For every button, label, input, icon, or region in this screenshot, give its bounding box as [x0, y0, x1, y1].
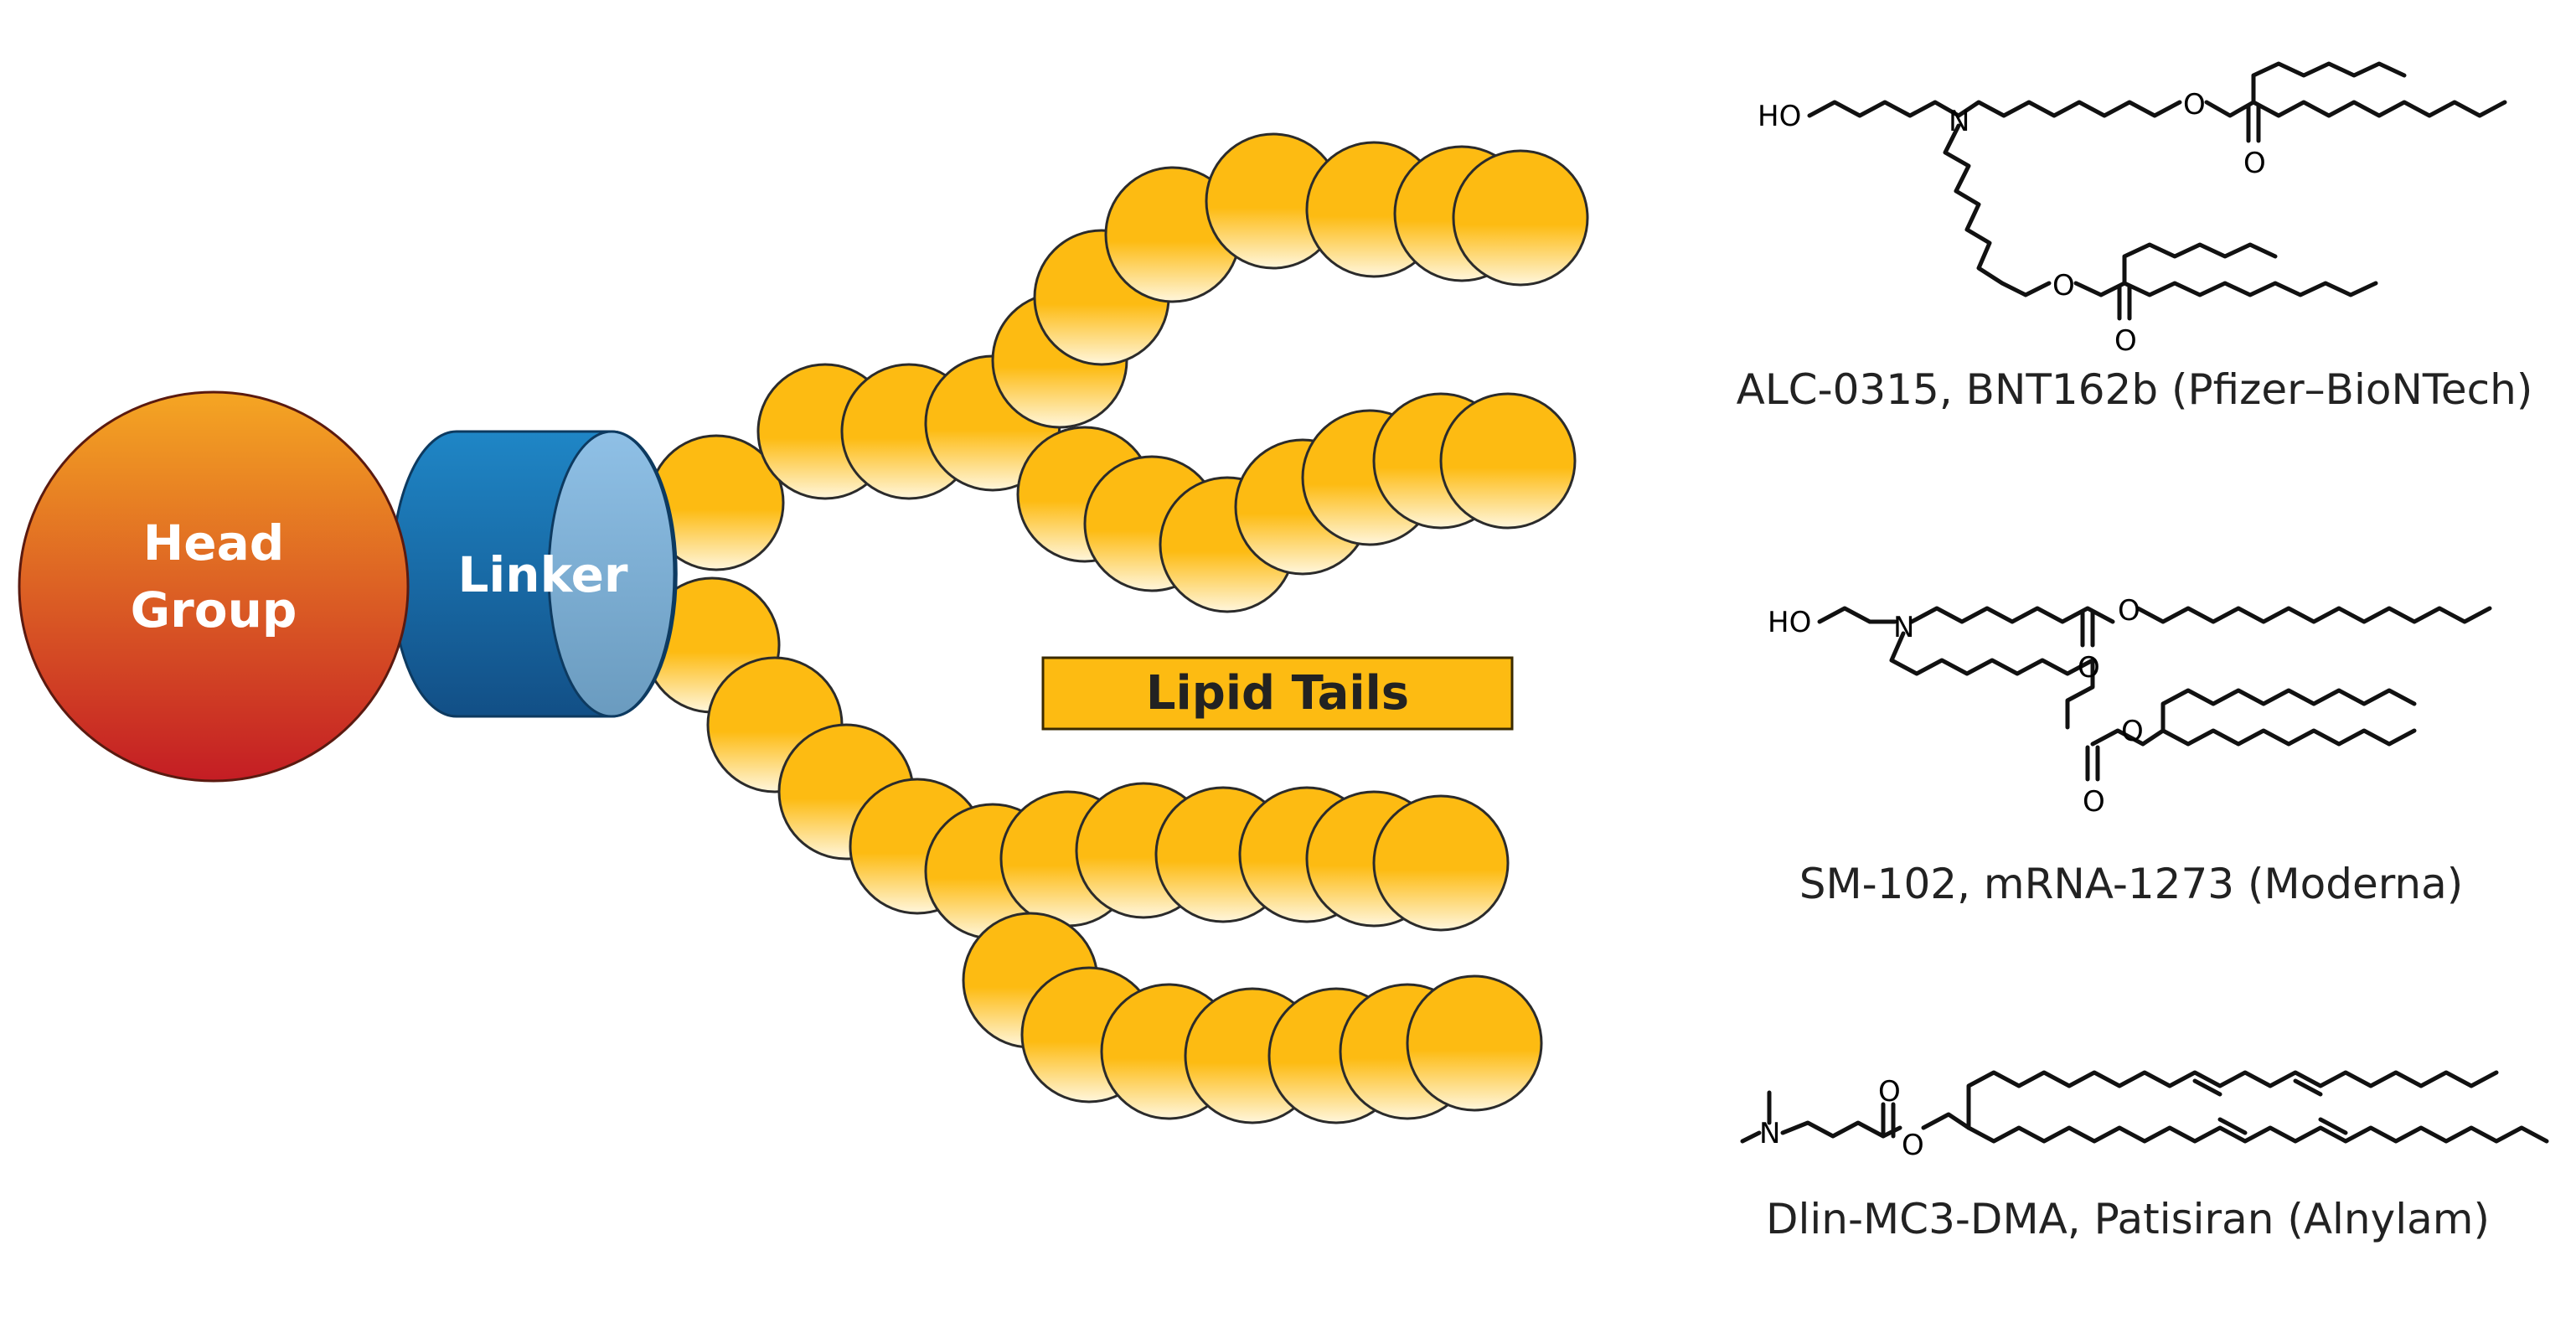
alc-0315-name: ALC-0315, BNT162b (Pfizer–BioNTech): [1737, 365, 2533, 414]
lipid-bead-upper-b-7: [1439, 392, 1577, 530]
lipid-bead-lower-a-11: [1372, 794, 1510, 932]
head-group-label-line1: Head: [143, 514, 285, 571]
sm-102-name: SM-102, mRNA-1273 (Moderna): [1799, 860, 2464, 908]
alc-0315-atom-o4: O: [2114, 324, 2137, 358]
dlin-mc3-dma-atom-n: N: [1759, 1117, 1780, 1150]
dlin-mc3-dma-structure: N O O: [1740, 1070, 2549, 1162]
sm-102-atom-ho: HO: [1768, 606, 1811, 639]
linker-label: Linker: [457, 546, 627, 603]
alc-0315-atom-o2: O: [2243, 147, 2266, 180]
sm-102-atom-o3: O: [2121, 715, 2144, 748]
alc-0315-structure: HO N O O O O: [1758, 61, 2507, 358]
sm-102-atom-n: N: [1893, 611, 1914, 644]
alc-0315-atom-n: N: [1949, 105, 1969, 138]
alc-0315-atom-o1: O: [2183, 88, 2206, 121]
head-group-label-line2: Group: [131, 581, 297, 638]
lipid-bead-upper-a-11: [1452, 149, 1589, 287]
alc-0315-atom-o3: O: [2052, 269, 2075, 302]
sm-102-atom-o2: O: [2078, 651, 2100, 685]
linker-cylinder: [390, 430, 678, 718]
dlin-mc3-dma-atom-o1: O: [1878, 1075, 1901, 1109]
compound-dlin-mc3-dma: N O O Dlin-MC3-DMA, Patisiran (Alnylam): [1740, 1070, 2549, 1243]
head-group-circle: [18, 390, 410, 783]
dlin-mc3-dma-name: Dlin-MC3-DMA, Patisiran (Alnylam): [1766, 1195, 2490, 1243]
lipid-tails-label: Lipid Tails: [1146, 666, 1409, 721]
lipid-tails-box: [1041, 656, 1514, 731]
compound-sm-102: HO N O O O O SM-102, mRNA-1273 (Moderna): [1768, 594, 2492, 908]
sm-102-structure: HO N O O O O: [1768, 594, 2492, 819]
alc-0315-atom-ho: HO: [1758, 100, 1801, 133]
lipid-bead-lower-b-7: [1406, 974, 1543, 1112]
dlin-mc3-dma-atom-o2: O: [1902, 1129, 1924, 1162]
compound-alc-0315: HO N O O O O ALC-0315, BNT162b (Pfizer–B…: [1737, 61, 2533, 414]
sm-102-atom-o1: O: [2118, 594, 2140, 628]
sm-102-atom-o4: O: [2083, 785, 2105, 819]
lipid-tail-beads: [643, 132, 1589, 1124]
